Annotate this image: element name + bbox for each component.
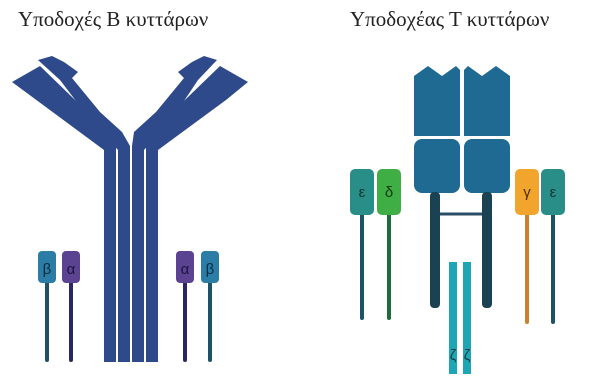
tcr-complex	[414, 66, 510, 308]
bcr-chain-right-alpha: α	[176, 251, 194, 360]
antibody-left-outer-arm	[12, 66, 116, 362]
tcr-right-chain-top	[464, 66, 510, 136]
tcr-right-gamma-label: γ	[523, 184, 531, 201]
tcr-left-stalk	[430, 192, 440, 308]
tcr-chain-right-gamma: γ	[515, 169, 539, 322]
tcr-right-chain-bottom	[464, 139, 510, 193]
tcr-left-delta-label: δ	[385, 184, 393, 201]
tcr-chain-left-epsilon: ε	[350, 169, 374, 318]
tcr-left-epsilon-label: ε	[359, 184, 366, 201]
bcr-chain-left-beta: β	[38, 251, 56, 360]
tcr-left-chain-bottom	[414, 139, 460, 193]
bcr-right-beta-label: β	[206, 261, 215, 278]
bcr-right-alpha-label: α	[181, 261, 190, 278]
tcr-left-chain-top	[414, 66, 460, 136]
bcr-left-alpha-label: α	[67, 261, 76, 278]
bcr-left-beta-label: β	[43, 261, 52, 278]
tcr-right-stalk	[482, 192, 492, 308]
tcr-zeta-label-2: ζ	[464, 347, 471, 364]
tcr-chain-right-epsilon: ε	[541, 169, 565, 322]
tcr-right-epsilon-label: ε	[550, 184, 557, 201]
tcr-zeta-label-1: ζ	[450, 347, 457, 364]
bcr-chain-right-beta: β	[201, 251, 219, 360]
tcr-chain-left-delta: δ	[377, 169, 401, 318]
tcr-zeta-chains: ζ ζ	[449, 262, 471, 374]
bcr-chain-left-alpha: α	[62, 251, 80, 360]
